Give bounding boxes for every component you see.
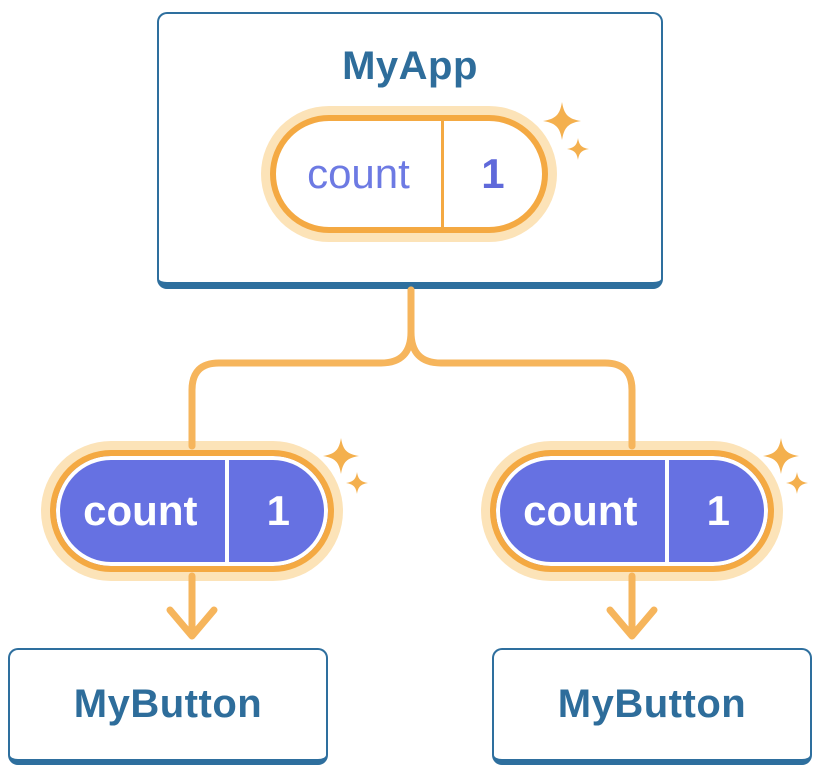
- myapp-title: MyApp: [342, 44, 478, 88]
- mybutton-card-right: MyButton: [492, 648, 812, 765]
- state-pill-value: 1: [481, 150, 505, 197]
- mybutton-title: MyButton: [73, 682, 263, 726]
- pill-divider: [440, 121, 444, 227]
- prop-pill-count-left: count 1: [50, 450, 334, 572]
- prop-pill-label: count: [523, 487, 638, 534]
- prop-pill-count-right: count 1: [490, 450, 774, 572]
- state-pill-label: count: [307, 150, 410, 197]
- prop-pill-label: count: [83, 487, 198, 534]
- mybutton-card-left: MyButton: [8, 648, 328, 765]
- prop-pill-value: 1: [706, 487, 730, 534]
- connector-root-to-left-child: [188, 286, 415, 450]
- arrowhead-left: [166, 606, 218, 640]
- pill-divider: [224, 456, 229, 566]
- mybutton-title: MyButton: [557, 682, 747, 726]
- sparkle-icon: [763, 438, 808, 494]
- arrowhead-right: [606, 606, 658, 640]
- state-pill-count: count 1: [270, 115, 548, 233]
- pill-divider: [664, 456, 669, 566]
- sparkle-icon: [323, 438, 368, 494]
- connector-root-to-right-child: [407, 286, 636, 450]
- prop-pill-value: 1: [266, 487, 290, 534]
